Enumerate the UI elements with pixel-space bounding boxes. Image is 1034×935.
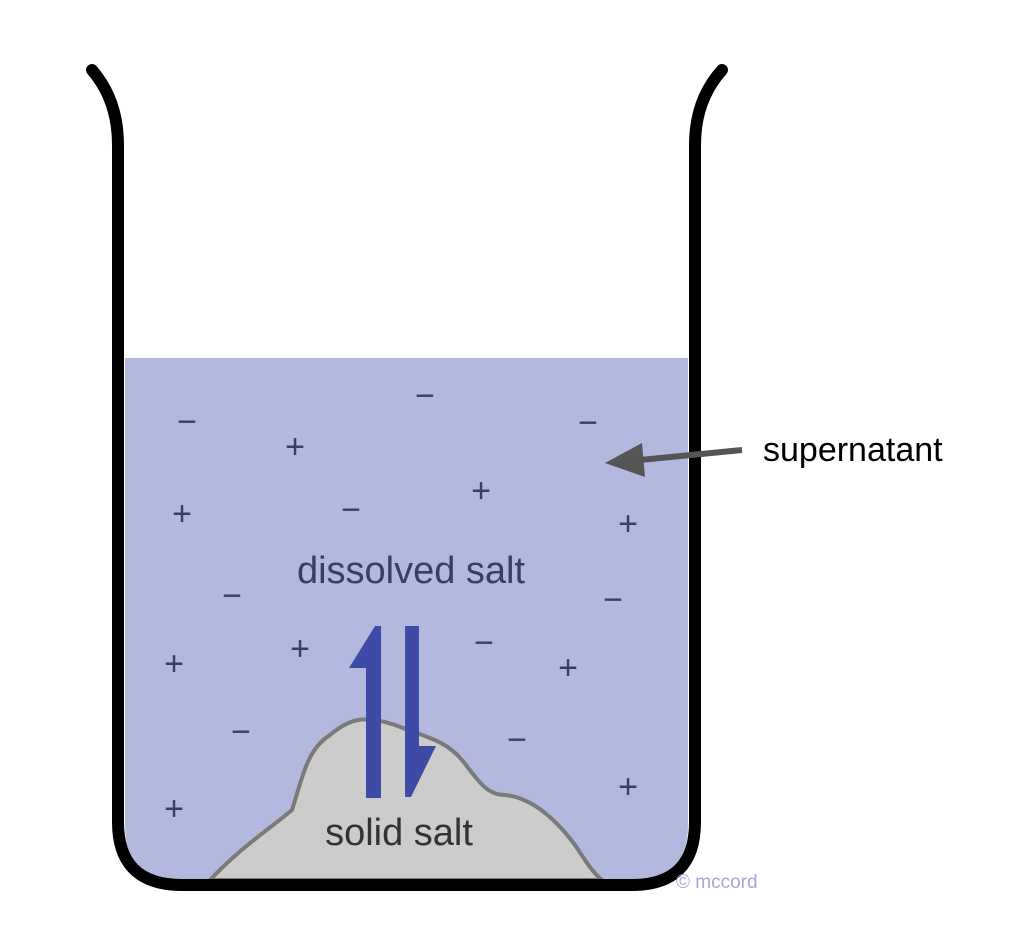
minus-ion: − bbox=[507, 721, 527, 759]
plus-ion: + bbox=[164, 790, 184, 828]
minus-ion: − bbox=[231, 713, 251, 751]
plus-ion: + bbox=[618, 768, 638, 806]
plus-ion: + bbox=[290, 630, 310, 668]
plus-ion: + bbox=[164, 645, 184, 683]
dissolve-up-arrow bbox=[349, 626, 381, 798]
dissolved-salt-label: dissolved salt bbox=[297, 550, 526, 592]
beaker-outline bbox=[86, 64, 728, 891]
minus-ion: − bbox=[222, 577, 242, 615]
minus-ion: − bbox=[603, 581, 623, 619]
minus-ion: − bbox=[415, 377, 435, 415]
precipitate-down-arrow bbox=[405, 626, 436, 797]
ions: − − − + + + − + − − + − + + − − + + bbox=[164, 377, 638, 828]
solid-salt-label: solid salt bbox=[325, 812, 473, 854]
solution-liquid bbox=[125, 358, 688, 882]
plus-ion: + bbox=[618, 505, 638, 543]
minus-ion: − bbox=[578, 404, 598, 442]
plus-ion: + bbox=[471, 472, 491, 510]
supernatant-pointer-head bbox=[605, 443, 645, 477]
supernatant-pointer-line bbox=[639, 447, 743, 463]
plus-ion: + bbox=[285, 428, 305, 466]
solid-salt-pile bbox=[208, 717, 604, 882]
minus-ion: − bbox=[177, 403, 197, 441]
supernatant-label: supernatant bbox=[763, 431, 943, 469]
minus-ion: − bbox=[474, 624, 494, 662]
copyright-label: © mccord bbox=[676, 872, 758, 893]
minus-ion: − bbox=[341, 491, 361, 529]
plus-ion: + bbox=[558, 649, 578, 687]
plus-ion: + bbox=[172, 495, 192, 533]
